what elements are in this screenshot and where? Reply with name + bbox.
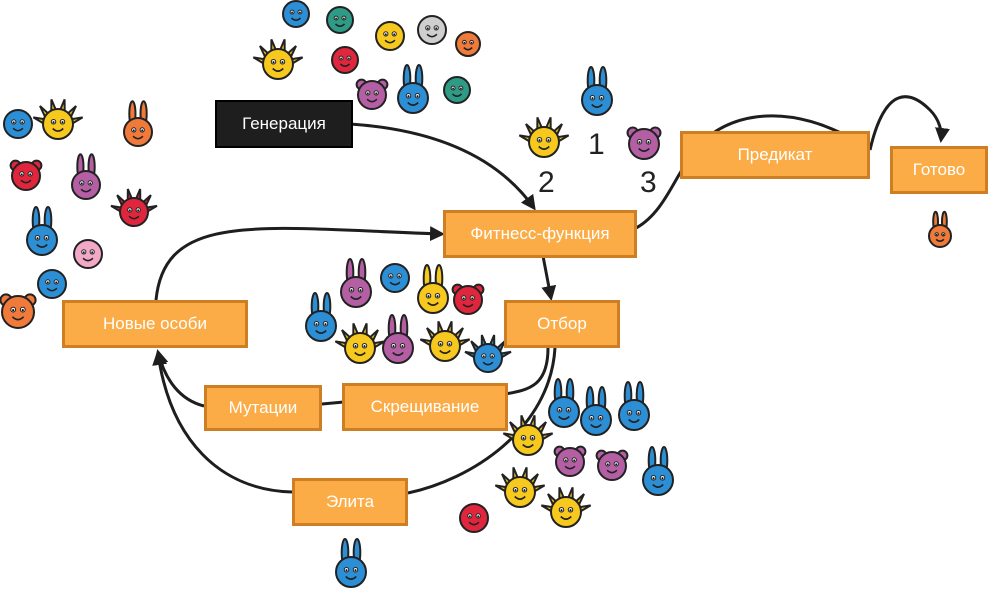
bunny-creature-icon [340, 258, 372, 308]
bear-creature-icon [9, 159, 43, 191]
arrow-elite-to-new [152, 350, 293, 494]
bear-creature-icon [451, 283, 485, 315]
bear-creature-icon [626, 126, 662, 160]
ball-creature-icon [3, 109, 33, 139]
arrow-fitness-to-selection [541, 255, 557, 301]
creature-population [0, 0, 952, 588]
node-selection: Отбор [504, 300, 620, 348]
bunny-creature-icon [580, 386, 612, 436]
arrow-elite-loop-right [407, 347, 557, 495]
node-predicate: Предикат [680, 131, 870, 179]
bear-creature-icon [553, 445, 587, 477]
arrow-new-to-fitness [154, 226, 445, 301]
bunny-creature-icon [26, 206, 58, 256]
ball-creature-icon [375, 21, 405, 51]
arrow-fitness-to-predicate [635, 169, 684, 230]
ball-creature-icon [331, 46, 359, 74]
node-new-individuals: Новые особи [62, 300, 248, 348]
bear-creature-icon [595, 449, 629, 481]
rank-label-3: 3 [640, 166, 657, 199]
ball-creature-icon [282, 0, 310, 28]
bunny-creature-icon [71, 153, 101, 200]
bunny-creature-icon [305, 292, 337, 342]
ball-creature-icon [455, 31, 481, 57]
ball-creature-icon [37, 269, 67, 299]
bear-creature-icon [0, 293, 37, 329]
ball-creature-icon [417, 15, 447, 45]
spiky-creature-icon [334, 322, 386, 364]
node-mutations: Мутации [204, 385, 322, 431]
node-fitness-function: Фитнесс-функция [443, 210, 637, 258]
bunny-creature-icon [417, 264, 449, 314]
node-done: Готово [890, 146, 988, 194]
spiky-creature-icon [494, 466, 546, 508]
spiky-creature-icon [32, 98, 84, 140]
spiky-creature-icon [252, 38, 304, 80]
arrow-selection-to-crossover [504, 347, 550, 396]
spiky-creature-icon [419, 320, 471, 362]
bunny-creature-icon [642, 446, 674, 496]
ball-creature-icon [380, 263, 410, 293]
arrow-predicate-to-done [868, 95, 950, 151]
node-elite: Элита [292, 478, 408, 526]
bunny-creature-icon [618, 381, 650, 431]
ball-creature-icon [73, 239, 103, 269]
bear-creature-icon [355, 78, 389, 110]
ball-creature-icon [326, 6, 354, 34]
node-crossover: Скрещивание [342, 383, 508, 431]
bunny-creature-icon [397, 64, 429, 114]
bunny-creature-icon [581, 66, 613, 116]
bunny-creature-icon [123, 100, 153, 147]
rank-label-2: 2 [538, 166, 555, 199]
ball-creature-icon [443, 76, 471, 104]
bunny-creature-icon [548, 378, 580, 428]
rank-label-1: 1 [588, 128, 605, 161]
spiky-creature-icon [540, 486, 592, 528]
bunny-creature-icon [335, 538, 367, 588]
arrow-mutation-to-new [153, 349, 205, 408]
bunny-creature-icon [928, 210, 952, 248]
ball-creature-icon [459, 503, 489, 533]
arrow-crossover-to-mutation [321, 400, 345, 406]
bunny-creature-icon [382, 314, 414, 364]
arrow-generation-to-fitness [349, 122, 536, 211]
node-generation: Генерация [215, 100, 353, 148]
spiky-creature-icon [464, 334, 512, 373]
spiky-creature-icon [518, 116, 570, 158]
spiky-creature-icon [110, 188, 158, 227]
spiky-creature-icon [502, 414, 554, 456]
